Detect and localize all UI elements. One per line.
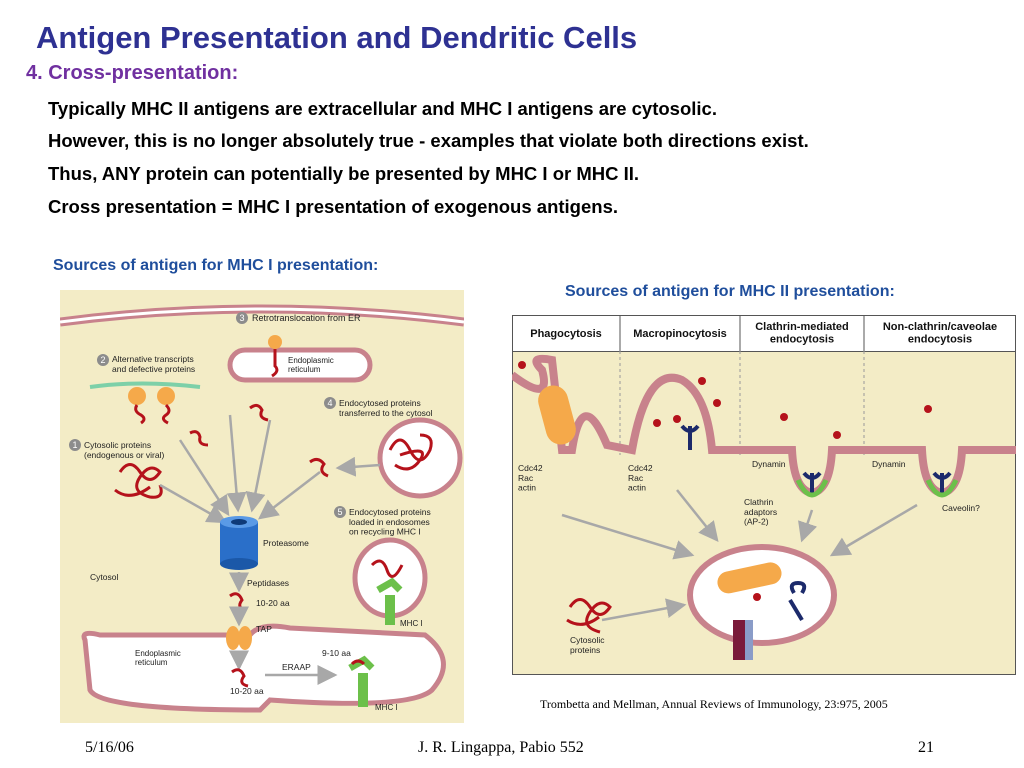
mhc1-label-er: MHC I — [375, 703, 398, 712]
clathrin-coat — [795, 478, 829, 498]
footer-author: J. R. Lingappa, Pabio 552 — [418, 739, 584, 756]
er-top — [227, 347, 373, 383]
bullet-line: Cross presentation = MHC I presentation … — [48, 196, 618, 217]
dynamin-label-b: Dynamin — [872, 459, 906, 469]
endosome — [687, 544, 837, 646]
cytosolic-proteins-label: Cytosolic proteins(endogenous or viral) — [84, 440, 164, 460]
eraap-label: ERAAP — [282, 662, 311, 672]
step-number-5: 5 — [334, 506, 346, 518]
svg-text:1: 1 — [72, 440, 77, 450]
peptidases-label: Peptidases — [247, 578, 289, 588]
bullet-line: Thus, ANY protein can potentially be pre… — [48, 163, 640, 184]
plasma-membrane — [512, 354, 1016, 498]
phagocytosed-particle — [538, 385, 576, 445]
step-number-4: 4 — [324, 397, 336, 409]
cytosol-label: Cytosol — [90, 572, 118, 582]
section-subtitle: 4. Cross-presentation: — [26, 62, 239, 84]
mhc2-endocytosis-figure: Phagocytosis Macropinocytosis Clathrin-m… — [512, 315, 1016, 675]
aa-10-20-label-a: 10-20 aa — [256, 598, 290, 608]
mhc1-sources-caption: Sources of antigen for MHC I presentatio… — [53, 257, 379, 274]
mhc2-molecule — [733, 620, 749, 660]
step-number-3: 3 — [236, 312, 248, 324]
svg-text:5: 5 — [337, 507, 342, 517]
step-number-2: 2 — [97, 354, 109, 366]
aa-9-10-label: 9-10 aa — [322, 648, 351, 658]
tap-label: TAP — [256, 624, 272, 634]
tap-transporter — [226, 626, 240, 650]
aa-10-20-label-b: 10-20 aa — [230, 686, 264, 696]
figure-citation: Trombetta and Mellman, Annual Reviews of… — [540, 697, 888, 711]
dynamin-label-a: Dynamin — [752, 459, 786, 469]
header-row — [512, 315, 1016, 352]
retrotranslocation-label: Retrotranslocation from ER — [252, 313, 361, 323]
svg-text:3: 3 — [239, 313, 244, 323]
bullet-line: Typically MHC II antigens are extracellu… — [48, 98, 717, 119]
header-macropinocytosis: Macropinocytosis — [633, 328, 727, 340]
caveolin-label: Caveolin? — [942, 503, 980, 513]
svg-text:2: 2 — [100, 355, 105, 365]
mhc1-pathway-figure: 3 2 4 1 5 Retrotranslocation from ER Alt… — [60, 290, 464, 723]
header-phagocytosis: Phagocytosis — [530, 328, 602, 340]
mhc1-molecule — [348, 655, 375, 672]
er-bottom — [81, 623, 446, 713]
page-title: Antigen Presentation and Dendritic Cells — [36, 20, 638, 55]
svg-text:4: 4 — [327, 398, 332, 408]
proteasome-label: Proteasome — [263, 538, 309, 548]
footer-date: 5/16/06 — [85, 739, 134, 756]
mhc1-label: MHC I — [400, 619, 423, 628]
footer-page-number: 21 — [918, 739, 934, 756]
bullet-line: However, this is no longer absolutely tr… — [48, 130, 809, 151]
receptor — [680, 424, 700, 450]
caveolin-coat — [925, 478, 959, 498]
step-number-1: 1 — [69, 439, 81, 451]
mhc2-sources-caption: Sources of antigen for MHC II presentati… — [565, 283, 895, 300]
proteasome — [220, 522, 258, 564]
